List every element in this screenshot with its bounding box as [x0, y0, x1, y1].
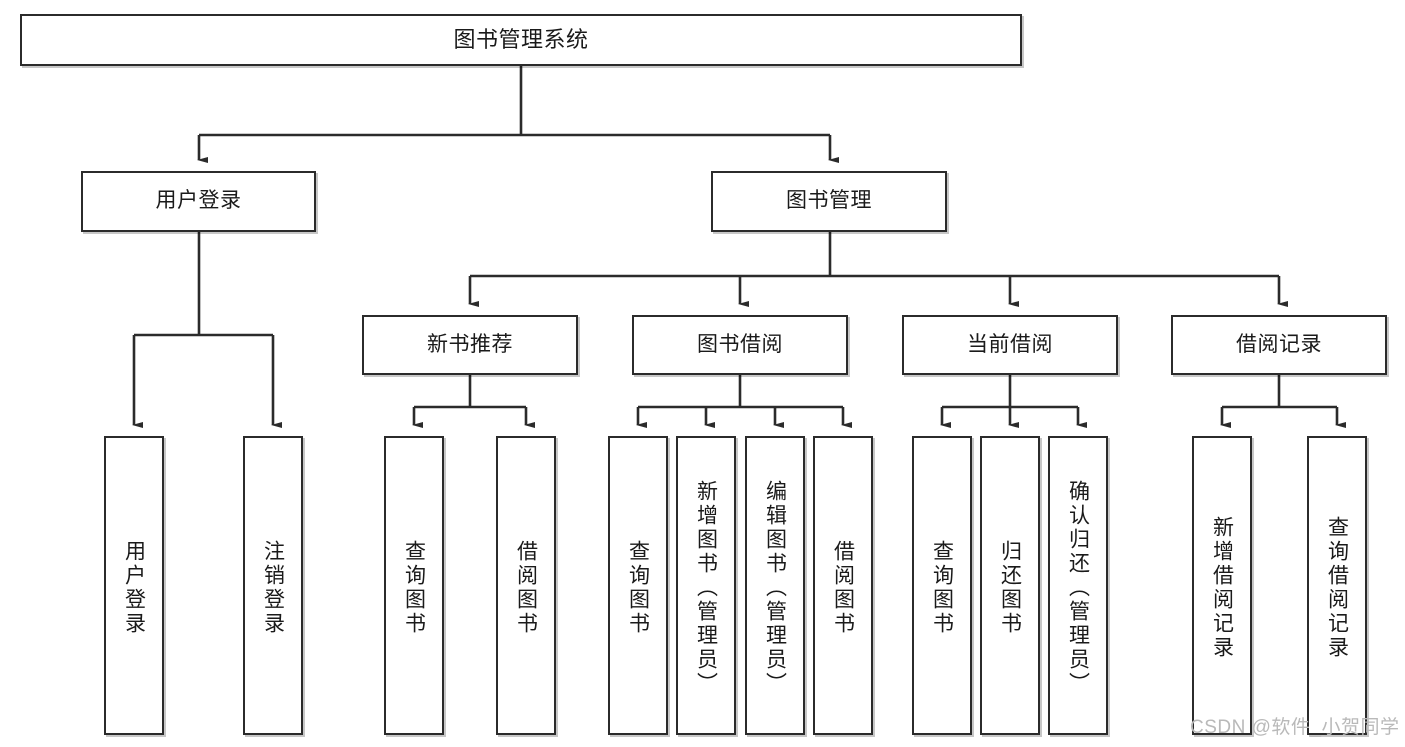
node-label: 用户登录	[155, 189, 242, 213]
node-leaf-user-login[interactable]: 用户登录	[104, 436, 164, 735]
node-label: 新增图书（管理员）	[694, 479, 718, 696]
node-new-book-recommendation[interactable]: 新书推荐	[362, 315, 578, 375]
node-label: 归还图书	[998, 539, 1022, 636]
node-leaf-record-query-borrow-record[interactable]: 查询借阅记录	[1307, 436, 1367, 735]
node-label: 借阅图书	[514, 539, 538, 636]
node-leaf-borrow-edit-book-admin[interactable]: 编辑图书（管理员）	[745, 436, 805, 735]
node-borrowing-record[interactable]: 借阅记录	[1171, 315, 1387, 375]
node-leaf-borrow-borrow-books[interactable]: 借阅图书	[813, 436, 873, 735]
node-leaf-logout[interactable]: 注销登录	[243, 436, 303, 735]
csdn-watermark: CSDN @软件_小贺同学	[1190, 717, 1400, 738]
node-leaf-borrow-add-book-admin[interactable]: 新增图书（管理员）	[676, 436, 736, 735]
node-leaf-new-book-query-books[interactable]: 查询图书	[384, 436, 444, 735]
node-label: 用户登录	[122, 539, 146, 636]
node-leaf-record-add-borrow-record[interactable]: 新增借阅记录	[1192, 436, 1252, 735]
node-label: 确认归还（管理员）	[1066, 479, 1090, 696]
node-user-login[interactable]: 用户登录	[81, 171, 316, 232]
node-leaf-current-confirm-return-admin[interactable]: 确认归还（管理员）	[1048, 436, 1108, 735]
node-label: 编辑图书（管理员）	[763, 479, 787, 696]
node-label: 图书管理系统	[453, 27, 589, 53]
node-leaf-borrow-query-books[interactable]: 查询图书	[608, 436, 668, 735]
node-label: 图书借阅	[697, 332, 783, 356]
node-label: 注销登录	[261, 539, 285, 636]
node-label: 查询图书	[930, 539, 954, 636]
node-root-book-management-system[interactable]: 图书管理系统	[20, 14, 1022, 66]
node-label: 图书管理	[786, 189, 872, 213]
node-leaf-new-book-borrow-books[interactable]: 借阅图书	[496, 436, 556, 735]
node-label: 新增借阅记录	[1210, 515, 1234, 660]
node-book-borrowing[interactable]: 图书借阅	[632, 315, 848, 375]
node-label: 借阅图书	[831, 539, 855, 636]
node-leaf-current-return-books[interactable]: 归还图书	[980, 436, 1040, 735]
node-book-management[interactable]: 图书管理	[711, 171, 947, 232]
node-label: 查询图书	[402, 539, 426, 636]
node-leaf-current-query-books[interactable]: 查询图书	[912, 436, 972, 735]
node-label: 查询图书	[626, 539, 650, 636]
node-label: 新书推荐	[427, 332, 513, 356]
node-label: 借阅记录	[1236, 332, 1322, 356]
node-label: 当前借阅	[967, 332, 1053, 356]
node-current-borrowing[interactable]: 当前借阅	[902, 315, 1118, 375]
node-label: 查询借阅记录	[1325, 515, 1349, 660]
